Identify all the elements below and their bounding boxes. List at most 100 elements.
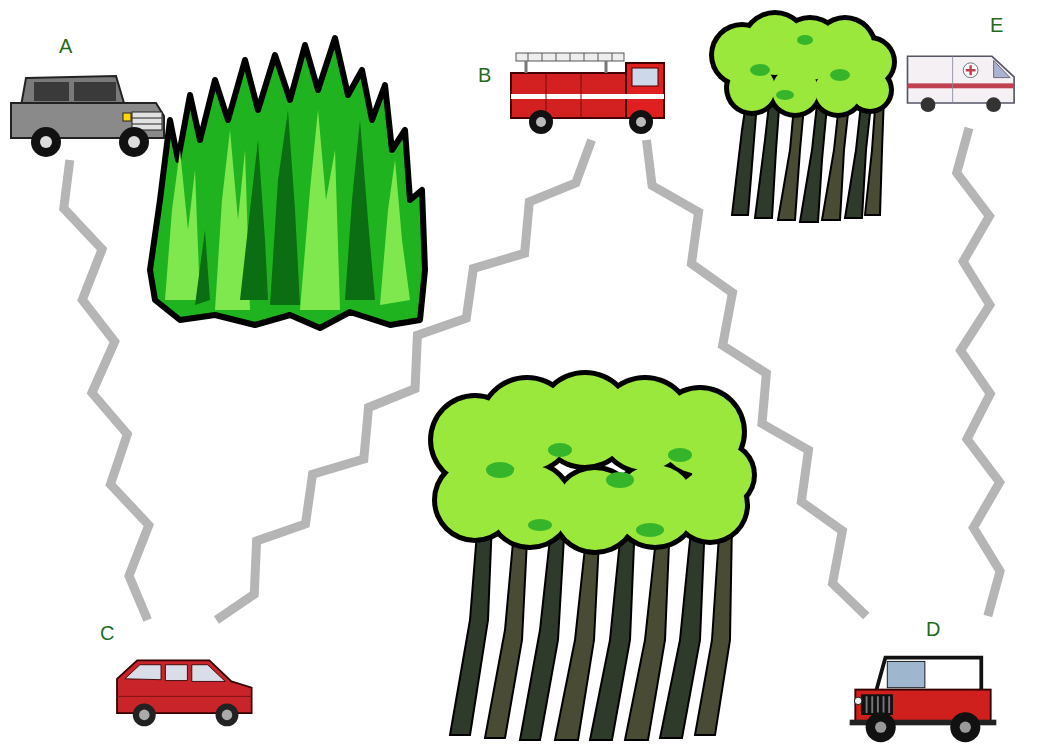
small-forest bbox=[709, 10, 897, 222]
small-forest bbox=[709, 10, 897, 118]
bush-flames bbox=[150, 38, 425, 328]
small-forest bbox=[750, 35, 850, 100]
suv-part bbox=[117, 696, 252, 697]
pickup-part bbox=[34, 82, 69, 101]
pickup-vehicle bbox=[5, 58, 167, 158]
pickup-part bbox=[40, 136, 52, 148]
large-forest bbox=[428, 370, 757, 740]
wireless-link bbox=[216, 140, 591, 620]
vehicle-node: A bbox=[5, 33, 167, 160]
large-forest bbox=[675, 470, 745, 540]
small-forest bbox=[851, 71, 889, 109]
vehicle-letter: D bbox=[926, 618, 940, 640]
large-forest bbox=[433, 375, 752, 550]
bush-flames bbox=[300, 110, 340, 310]
suv-part bbox=[139, 710, 150, 721]
fire-part bbox=[629, 110, 653, 134]
pickup-part bbox=[119, 127, 149, 157]
fire-part bbox=[536, 117, 546, 127]
wireless-link bbox=[957, 128, 1000, 616]
jeep-part bbox=[861, 694, 893, 715]
pickup-part bbox=[74, 82, 116, 101]
suv-part bbox=[125, 665, 161, 680]
large-forest bbox=[486, 443, 692, 537]
pickup-part bbox=[123, 113, 131, 121]
fire-part bbox=[546, 73, 581, 118]
wireless-link bbox=[64, 160, 149, 620]
pickup-part bbox=[21, 76, 124, 106]
large-forest bbox=[636, 523, 664, 537]
suv-part bbox=[222, 710, 233, 721]
vehicle-node: C bbox=[96, 620, 268, 740]
ambulance-part bbox=[963, 63, 978, 78]
bush-flames bbox=[165, 150, 200, 300]
small-forest bbox=[772, 67, 818, 113]
jeep-vehicle bbox=[844, 652, 1002, 746]
large-forest bbox=[485, 520, 528, 738]
suv-part bbox=[165, 665, 187, 681]
small-forest bbox=[797, 35, 813, 45]
fire-part bbox=[526, 61, 606, 73]
vehicle-letter: E bbox=[990, 14, 1003, 36]
bush-flames bbox=[150, 38, 425, 328]
large-forest bbox=[528, 519, 552, 531]
ambulance-part bbox=[986, 97, 1001, 112]
small-forest bbox=[830, 69, 850, 81]
fire-part bbox=[516, 53, 624, 61]
small-forest bbox=[729, 65, 775, 111]
small-forest bbox=[776, 90, 794, 100]
large-forest bbox=[668, 448, 692, 462]
ambulance-part bbox=[921, 97, 936, 112]
large-forest bbox=[486, 462, 514, 478]
vehicle-node: B bbox=[474, 36, 670, 140]
fire-part bbox=[636, 117, 646, 127]
fire-part bbox=[528, 53, 612, 61]
suv-part bbox=[192, 665, 225, 682]
fire-part bbox=[632, 68, 658, 86]
suv-part bbox=[216, 703, 239, 726]
suv-part bbox=[133, 703, 156, 726]
bush-flames bbox=[345, 120, 375, 300]
small-forest bbox=[714, 15, 892, 113]
vehicle-node: D bbox=[842, 616, 1004, 748]
bush-flames bbox=[195, 230, 210, 305]
large-forest bbox=[450, 520, 492, 735]
vehicle-letter: C bbox=[100, 622, 114, 644]
jeep-part bbox=[887, 661, 925, 687]
ambulance-part bbox=[994, 60, 1010, 77]
large-forest bbox=[428, 370, 757, 555]
vehicle-letter: A bbox=[59, 35, 72, 57]
jeep-part bbox=[867, 696, 890, 713]
suv-vehicle bbox=[100, 648, 266, 736]
jeep-part bbox=[950, 712, 980, 742]
pickup-part bbox=[132, 118, 162, 124]
fire-part bbox=[529, 110, 553, 134]
pickup-part bbox=[128, 136, 140, 148]
jeep-part bbox=[854, 697, 862, 705]
pickup-part bbox=[31, 127, 61, 157]
jeep-part bbox=[866, 712, 896, 742]
ambulance-vehicle bbox=[902, 44, 1036, 126]
fire-part bbox=[626, 63, 664, 118]
fire-part bbox=[511, 94, 664, 99]
jeep-part bbox=[876, 658, 981, 692]
vehicle-node: E bbox=[900, 12, 1038, 128]
vehicle-letter: B bbox=[478, 64, 491, 86]
large-forest bbox=[660, 520, 705, 738]
ambulance-part bbox=[908, 56, 1015, 103]
fire-vehicle bbox=[504, 38, 668, 138]
bush-flames bbox=[270, 110, 300, 305]
ambulance-part bbox=[908, 83, 1015, 88]
small-forest bbox=[750, 64, 770, 76]
wireless-link bbox=[646, 140, 866, 616]
large-forest bbox=[520, 520, 565, 740]
ambulance-part bbox=[966, 65, 976, 75]
large-forest bbox=[548, 443, 572, 457]
jeep-part bbox=[960, 722, 971, 733]
large-forest bbox=[606, 472, 634, 488]
bush-flames bbox=[380, 160, 410, 305]
jeep-part bbox=[875, 722, 886, 733]
ambulance-part bbox=[952, 56, 953, 103]
